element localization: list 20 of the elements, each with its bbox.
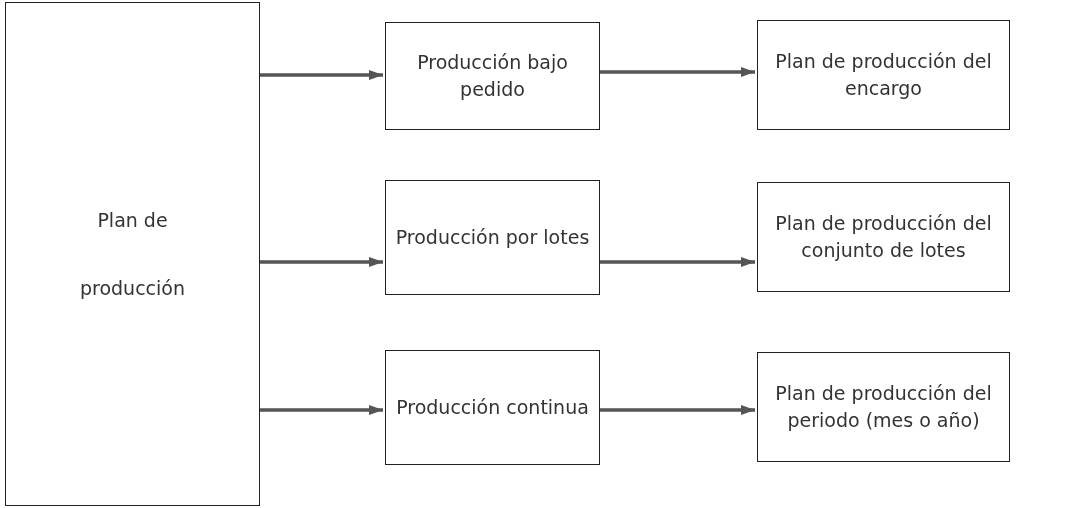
- box-label: Producción continua: [395, 395, 590, 421]
- box-label: Plan de producción del conjunto de lotes: [774, 211, 993, 263]
- arrow: [260, 405, 383, 415]
- process-box: [757, 182, 1010, 292]
- process-box: [385, 180, 600, 295]
- process-box: [385, 350, 600, 465]
- box-label: Producción bajo pedido: [416, 50, 569, 102]
- arrow: [600, 257, 755, 267]
- process-box: [757, 352, 1010, 462]
- box-label: Plan de producción del encargo: [774, 49, 993, 101]
- box-label: Plan de producción: [79, 207, 186, 301]
- process-box: [5, 2, 260, 506]
- box-label: Plan de producción del periodo (mes o año): [774, 381, 993, 433]
- box-label: Producción por lotes: [394, 225, 591, 251]
- process-box: [385, 22, 600, 130]
- arrow: [260, 70, 383, 80]
- arrow: [600, 405, 755, 415]
- arrow: [600, 67, 755, 77]
- arrow: [260, 257, 383, 267]
- process-box: [757, 20, 1010, 130]
